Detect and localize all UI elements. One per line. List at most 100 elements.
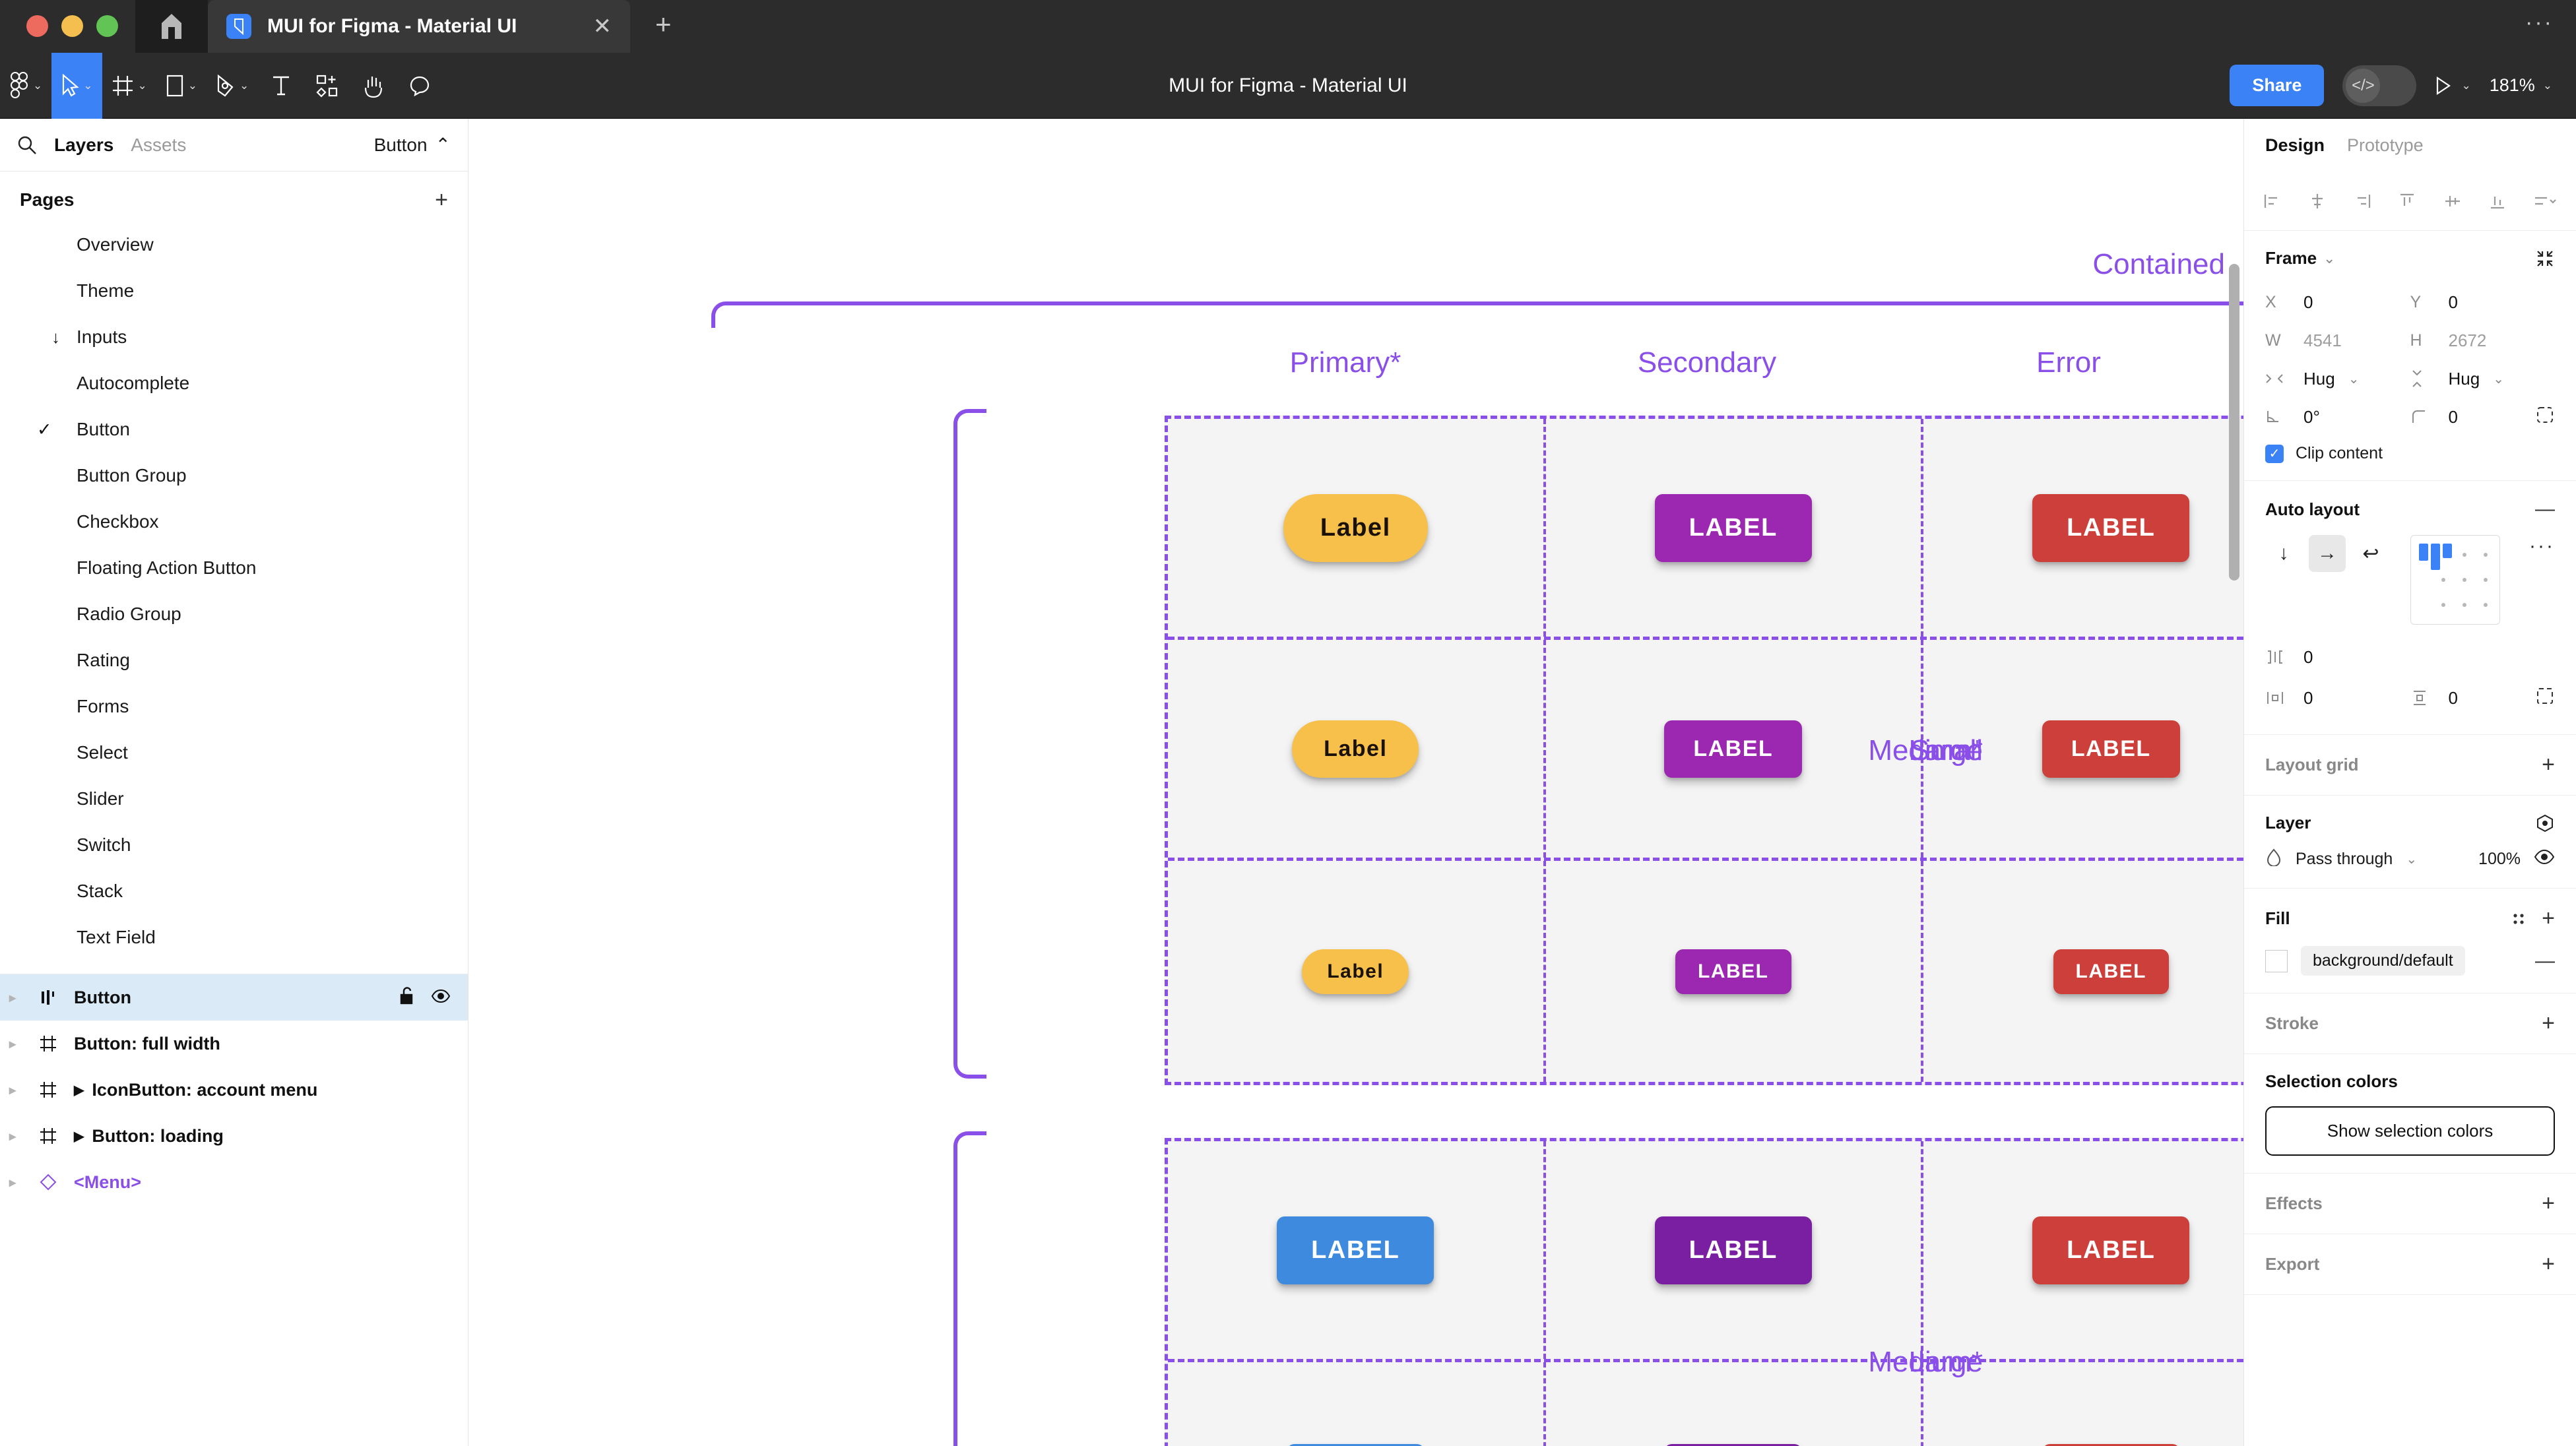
frame-tool-button[interactable]: ⌄ [102, 53, 156, 119]
expand-arrow-icon[interactable]: ▸ [9, 1128, 22, 1145]
close-tab-icon[interactable]: ✕ [593, 15, 612, 38]
mui-button[interactable]: Label [1283, 494, 1428, 562]
zoom-level-control[interactable]: 181% ⌄ [2490, 75, 2552, 96]
blend-mode-value[interactable]: Pass through [2296, 850, 2393, 869]
page-item-switch[interactable]: Switch [0, 822, 468, 868]
mui-button[interactable]: LABEL [2032, 1216, 2189, 1284]
hand-tool-button[interactable] [350, 53, 397, 119]
move-tool-button[interactable]: ⌄ [51, 53, 102, 119]
button-grid-group[interactable]: LargeLabelLABELLABELLABELMedium*LabelLAB… [1165, 416, 2243, 1085]
mui-button[interactable]: LABEL [1655, 494, 1812, 562]
layer-opacity-value[interactable]: 100% [2478, 850, 2521, 869]
frame-name-label[interactable]: Contained [2092, 248, 2225, 281]
button-grid-group[interactable]: LargeLABELLABELLABELLABELMedium*LABELLAB… [1165, 1138, 2243, 1446]
fill-style-name[interactable]: background/default [2301, 946, 2465, 976]
align-left-icon[interactable] [2263, 191, 2282, 211]
mui-button[interactable]: LABEL [2053, 949, 2170, 994]
frame-height-field[interactable]: H 2672 [2410, 321, 2556, 360]
tab-layers[interactable]: Layers [54, 135, 113, 156]
auto-layout-more-button[interactable]: ··· [2529, 535, 2555, 557]
page-item-slider[interactable]: Slider [0, 776, 468, 822]
page-item-autocomplete[interactable]: Autocomplete [0, 360, 468, 406]
comment-tool-button[interactable] [397, 53, 443, 119]
frame-x-field[interactable]: X 0 [2265, 283, 2410, 321]
layer-row[interactable]: ▸▶IconButton: account menu [0, 1067, 468, 1113]
fill-color-swatch[interactable] [2265, 950, 2288, 972]
mui-button[interactable]: Label [1292, 720, 1419, 778]
page-item-checkbox[interactable]: Checkbox [0, 499, 468, 545]
add-page-button[interactable]: + [435, 189, 448, 211]
mui-button[interactable]: LABEL [1675, 949, 1791, 994]
frame-resize-height[interactable]: Hug ⌄ [2410, 360, 2556, 398]
page-item-select[interactable]: Select [0, 730, 468, 776]
direction-vertical-button[interactable]: ↓ [2265, 535, 2302, 572]
remove-auto-layout-button[interactable]: — [2535, 498, 2555, 520]
tab-assets[interactable]: Assets [131, 135, 186, 156]
layer-settings-button[interactable] [2535, 813, 2555, 833]
canvas-vertical-scrollbar[interactable] [2229, 264, 2239, 581]
search-icon[interactable] [17, 135, 37, 155]
page-item-button[interactable]: ✓Button [0, 406, 468, 453]
maximize-window-button[interactable] [96, 15, 118, 37]
clip-content-row[interactable]: ✓ Clip content [2265, 444, 2555, 463]
page-item-floating-action-button[interactable]: Floating Action Button [0, 545, 468, 591]
page-item-rating[interactable]: Rating [0, 637, 468, 683]
resize-to-fit-icon[interactable] [2535, 249, 2555, 268]
layer-row[interactable]: ▸Button [0, 974, 468, 1021]
page-item-theme[interactable]: Theme [0, 268, 468, 314]
mui-button[interactable]: LABEL [1655, 1216, 1812, 1284]
independent-corners-icon[interactable] [2535, 405, 2555, 429]
frame-width-field[interactable]: W 4541 [2265, 321, 2410, 360]
text-tool-button[interactable] [258, 53, 304, 119]
expand-arrow-icon[interactable]: ▸ [9, 990, 22, 1006]
align-top-icon[interactable] [2397, 191, 2417, 211]
add-export-button[interactable]: + [2542, 1251, 2555, 1277]
align-bottom-icon[interactable] [2488, 191, 2507, 211]
align-vertical-center-icon[interactable] [2443, 191, 2463, 211]
padding-vertical-field[interactable]: 0 [2410, 679, 2556, 717]
frame-resize-width[interactable]: Hug ⌄ [2265, 360, 2410, 398]
unlock-icon[interactable] [399, 986, 415, 1009]
direction-wrap-button[interactable]: ↩ [2352, 535, 2389, 572]
mui-button[interactable]: LABEL [2032, 494, 2189, 562]
visibility-toggle-icon[interactable] [2534, 849, 2555, 869]
show-selection-colors-button[interactable]: Show selection colors [2265, 1106, 2555, 1156]
frame-corner-radius-field[interactable]: 0 [2410, 398, 2556, 436]
expand-arrow-icon[interactable]: ▸ [9, 1174, 22, 1191]
close-window-button[interactable] [26, 15, 48, 37]
align-right-icon[interactable] [2352, 191, 2372, 211]
gap-field[interactable]: 0 [2265, 638, 2410, 676]
browser-tab[interactable]: MUI for Figma - Material UI ✕ [208, 0, 630, 53]
visibility-icon[interactable] [431, 988, 451, 1008]
add-layout-grid-button[interactable]: + [2542, 752, 2555, 778]
mui-button[interactable]: LABEL [1277, 1216, 1434, 1284]
present-button[interactable]: ⌄ [2435, 76, 2470, 96]
expand-arrow-icon[interactable]: ▸ [9, 1036, 22, 1052]
frame-y-field[interactable]: Y 0 [2410, 283, 2556, 321]
tab-design[interactable]: Design [2265, 135, 2325, 156]
padding-horizontal-field[interactable]: 0 [2265, 679, 2410, 717]
layer-row[interactable]: ▸<Menu> [0, 1159, 468, 1205]
page-item-overview[interactable]: Overview [0, 222, 468, 268]
page-item-inputs[interactable]: ↓Inputs [0, 314, 468, 360]
design-canvas[interactable]: Contained Primary*SecondaryErrorWarning … [468, 119, 2243, 1446]
page-item-radio-group[interactable]: Radio Group [0, 591, 468, 637]
minimize-window-button[interactable] [61, 15, 83, 37]
shape-tool-button[interactable]: ⌄ [156, 53, 207, 119]
layer-row[interactable]: ▸Button: full width [0, 1021, 468, 1067]
distribute-more-icon[interactable] [2532, 191, 2558, 211]
page-item-forms[interactable]: Forms [0, 683, 468, 730]
figma-menu-button[interactable]: ⌄ [0, 53, 51, 119]
dev-mode-toggle[interactable]: </> [2342, 65, 2416, 106]
individual-padding-icon[interactable] [2535, 686, 2555, 710]
frame-rotation-field[interactable]: 0° [2265, 398, 2410, 436]
share-button[interactable]: Share [2230, 65, 2324, 106]
direction-horizontal-button[interactable]: → [2309, 535, 2346, 572]
add-effect-button[interactable]: + [2542, 1191, 2555, 1216]
fill-styles-icon[interactable] [2510, 910, 2527, 927]
resources-button[interactable] [304, 53, 350, 119]
align-horizontal-center-icon[interactable] [2307, 191, 2327, 211]
remove-fill-button[interactable]: — [2535, 950, 2555, 972]
page-item-text-field[interactable]: Text Field [0, 914, 468, 960]
expand-arrow-icon[interactable]: ▸ [9, 1082, 22, 1098]
